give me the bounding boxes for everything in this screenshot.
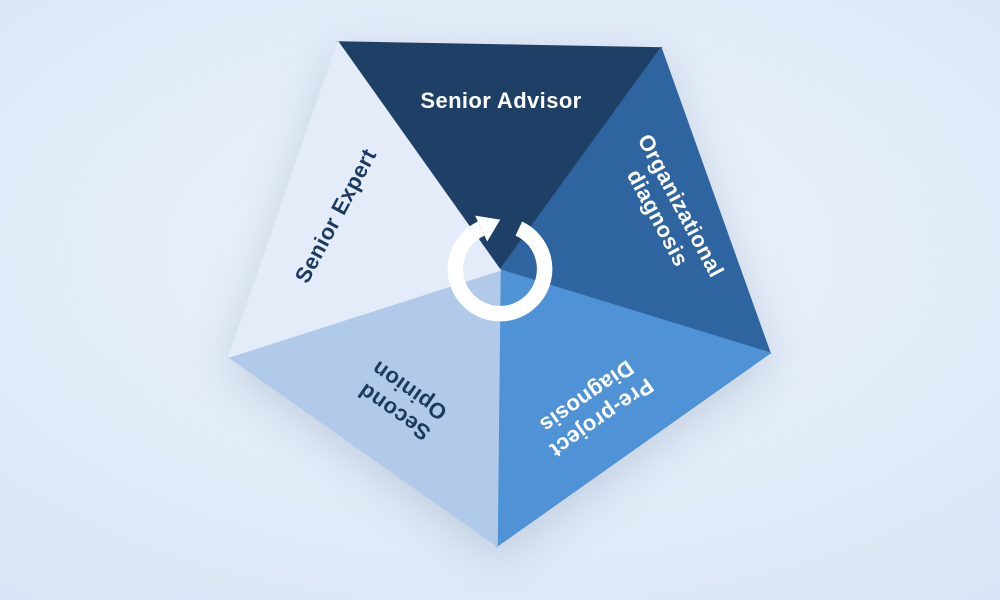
wedge-label-senior-advisor: Senior Advisor (420, 88, 582, 114)
cycle-arrow-ring (447, 221, 553, 322)
cycle-arrow-head (475, 215, 501, 242)
wedge-senior-expert (227, 40, 502, 359)
cycle-arrow-icon (447, 215, 553, 322)
